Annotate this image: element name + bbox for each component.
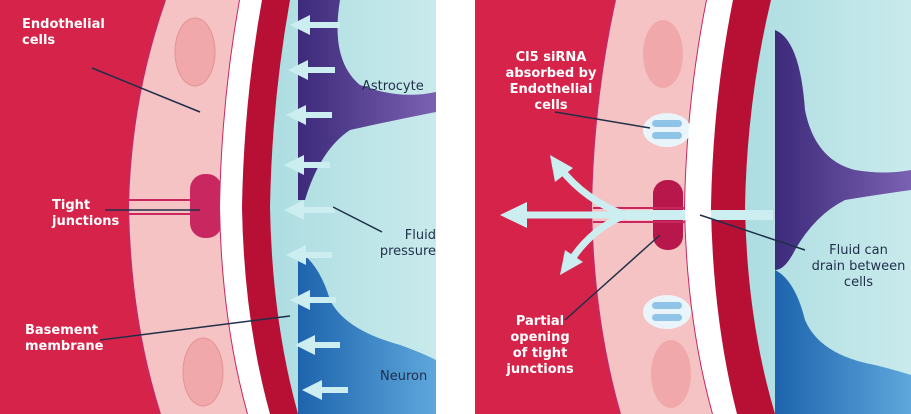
label-fluid-line1: Fluid can: [801, 243, 911, 259]
nucleus-bottom: [651, 340, 691, 408]
label-fluid-pressure: Fluid pressure: [368, 228, 436, 260]
label-partial-line4: junctions: [500, 362, 580, 378]
label-partial-line2: opening: [500, 330, 580, 346]
left-panel: Endothelial cells Tight junctions Baseme…: [0, 0, 436, 414]
label-partial-opening: Partial opening of tight junctions: [500, 314, 580, 378]
label-cl5-line4: cells: [497, 98, 605, 114]
label-neuron: Neuron: [380, 369, 436, 385]
sirna-vesicle-bottom: [643, 295, 691, 329]
label-cl5-line3: Endothelial: [497, 82, 605, 98]
nucleus-bottom: [183, 338, 223, 406]
label-partial-line3: of tight: [500, 346, 580, 362]
label-astrocyte: Astrocyte: [362, 79, 436, 95]
label-fluid-can-drain: Fluid can drain between cells: [801, 243, 911, 291]
label-cl5-line1: Cl5 siRNA: [497, 50, 605, 66]
label-cl5-sirna: Cl5 siRNA absorbed by Endothelial cells: [497, 50, 605, 114]
nucleus-top: [175, 18, 215, 86]
label-fluid-line2: drain between: [801, 259, 911, 275]
label-partial-line1: Partial: [500, 314, 580, 330]
right-panel: Cl5 siRNA absorbed by Endothelial cells …: [475, 0, 911, 414]
sirna-vesicle-top: [643, 113, 691, 147]
label-tight-junctions: Tight junctions: [52, 198, 122, 230]
tight-junction: [190, 174, 222, 238]
nucleus-top: [643, 20, 683, 88]
label-cl5-line2: absorbed by: [497, 66, 605, 82]
label-fluid-line3: cells: [801, 275, 911, 291]
label-basement-membrane: Basement membrane: [25, 323, 125, 355]
label-endothelial-cells: Endothelial cells: [22, 17, 142, 49]
